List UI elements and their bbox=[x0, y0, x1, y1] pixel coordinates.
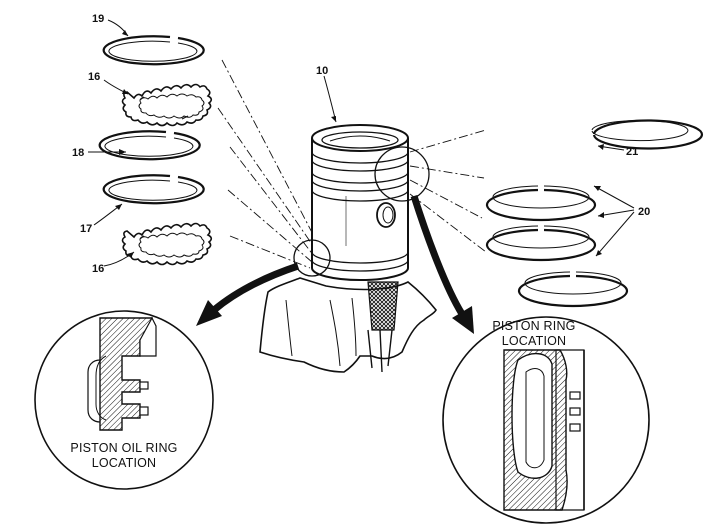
ring-18 bbox=[98, 130, 201, 161]
callout-21: 21 bbox=[626, 146, 638, 158]
detail-arrow-right bbox=[410, 194, 474, 334]
leader-arrowheads bbox=[115, 30, 604, 258]
detail-left-caption-line1: PISTON OIL RING bbox=[70, 441, 177, 455]
callout-19: 19 bbox=[92, 13, 104, 25]
callout-16-top: 16 bbox=[88, 71, 100, 83]
callout-16-bottom: 16 bbox=[92, 263, 104, 275]
detail-view-oil-ring bbox=[34, 310, 214, 490]
detail-view-compression-ring bbox=[442, 316, 650, 524]
right-guide-lines bbox=[409, 129, 487, 253]
callout-10: 10 bbox=[316, 65, 328, 77]
oil-ring-expander-top bbox=[121, 83, 213, 127]
ring-20-top bbox=[485, 185, 597, 222]
rag bbox=[259, 277, 437, 373]
detail-left-caption-line2: LOCATION bbox=[92, 456, 157, 470]
detail-right-caption-line1: PISTON RING bbox=[492, 319, 575, 333]
detail-right-caption-line2: LOCATION bbox=[502, 334, 567, 348]
piston bbox=[311, 124, 409, 281]
left-guide-lines bbox=[217, 59, 319, 269]
ring-20-bottom bbox=[517, 271, 629, 308]
ring-17 bbox=[102, 174, 205, 205]
callout-18: 18 bbox=[72, 147, 84, 159]
ring-19 bbox=[102, 35, 205, 66]
oil-ring-expander-bottom bbox=[121, 222, 213, 266]
ring-20-middle bbox=[485, 225, 597, 262]
callout-17: 17 bbox=[80, 223, 92, 235]
detail-circle-oil-ring bbox=[293, 239, 331, 277]
callout-20: 20 bbox=[638, 206, 650, 218]
detail-circle-compression-ring bbox=[374, 146, 430, 202]
ring-21 bbox=[591, 119, 703, 150]
detail-arrow-left bbox=[196, 262, 300, 326]
